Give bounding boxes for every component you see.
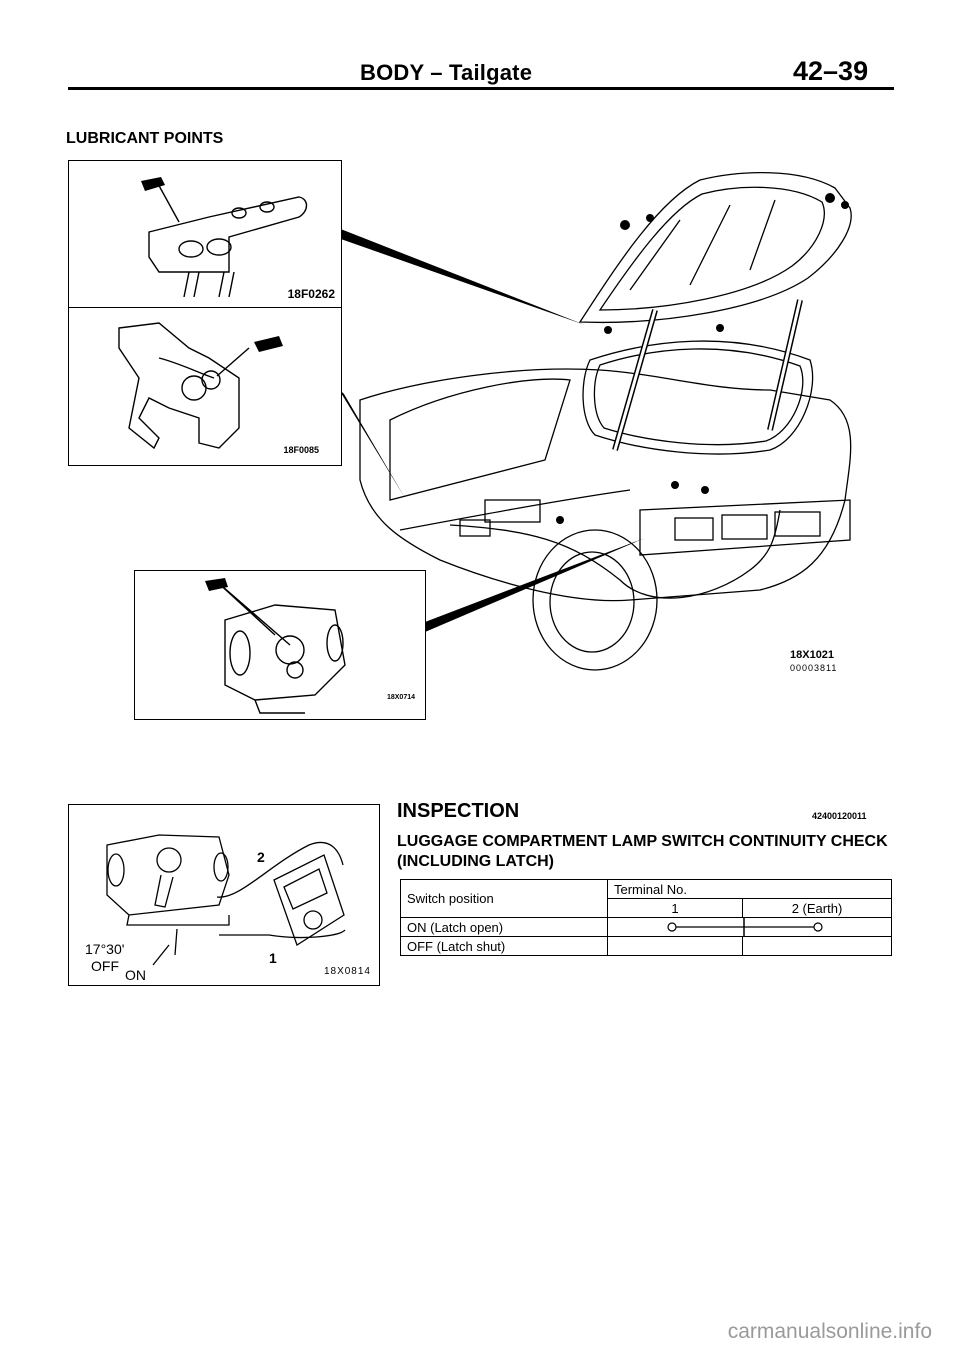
switch-check-drawing: [106, 834, 346, 966]
header-switch-position: Switch position: [400, 879, 608, 918]
header-terminal-no: Terminal No.: [607, 879, 892, 899]
row-position: ON (Latch open): [400, 917, 608, 937]
figure-code: 18X0814: [323, 966, 371, 977]
header-rule: [68, 87, 894, 90]
angle-label: 17°30': [85, 941, 125, 957]
page-title: BODY – Tailgate: [360, 60, 533, 85]
figure-hinge: 18F0262: [68, 160, 342, 308]
latch-drawing: [205, 578, 346, 714]
figure-code: 18F0262: [287, 287, 335, 301]
off-label: OFF: [91, 958, 119, 974]
inspection-code: 42400120011: [812, 811, 867, 821]
figure-code: 18F0085: [283, 445, 319, 455]
table-row: ON (Latch open): [400, 917, 892, 937]
header-terminal-1: 1: [607, 898, 743, 918]
tailgate-car-illustration: [338, 172, 852, 671]
terminal-2-label: 2: [257, 849, 265, 865]
continuity-symbol: [667, 918, 823, 936]
table-row: OFF (Latch shut): [400, 936, 892, 956]
continuity-table: Switch position Terminal No. 1 2 (Earth)…: [400, 879, 892, 956]
figure-code: 18X0714: [386, 694, 415, 701]
inspection-heading: INSPECTION: [397, 800, 520, 822]
watermark: carmanualsonline.info: [727, 1320, 932, 1343]
lubricant-points-heading: LUBRICANT POINTS: [66, 130, 224, 147]
header-terminal-2: 2 (Earth): [742, 898, 892, 918]
main-figure-code: 18X1021: [790, 649, 835, 661]
row-position: OFF (Latch shut): [400, 936, 608, 956]
continuity-cell: [607, 917, 892, 937]
hinge-drawing: [141, 177, 308, 297]
on-label: ON: [125, 967, 146, 983]
terminal-1-label: 1: [269, 950, 277, 966]
inspection-subheading: LUGGAGE COMPARTMENT LAMP SWITCH CONTINUI…: [397, 833, 888, 870]
figure-latch: 18X0714: [134, 570, 426, 720]
striker-drawing: [118, 322, 283, 450]
page-number: 42–39: [793, 56, 869, 86]
figure-switch-check: 2 1 17°30' OFF ON 18X0814: [68, 804, 380, 986]
figure-striker: 18F0085: [68, 307, 342, 466]
main-figure-subcode: 00003811: [790, 663, 838, 673]
